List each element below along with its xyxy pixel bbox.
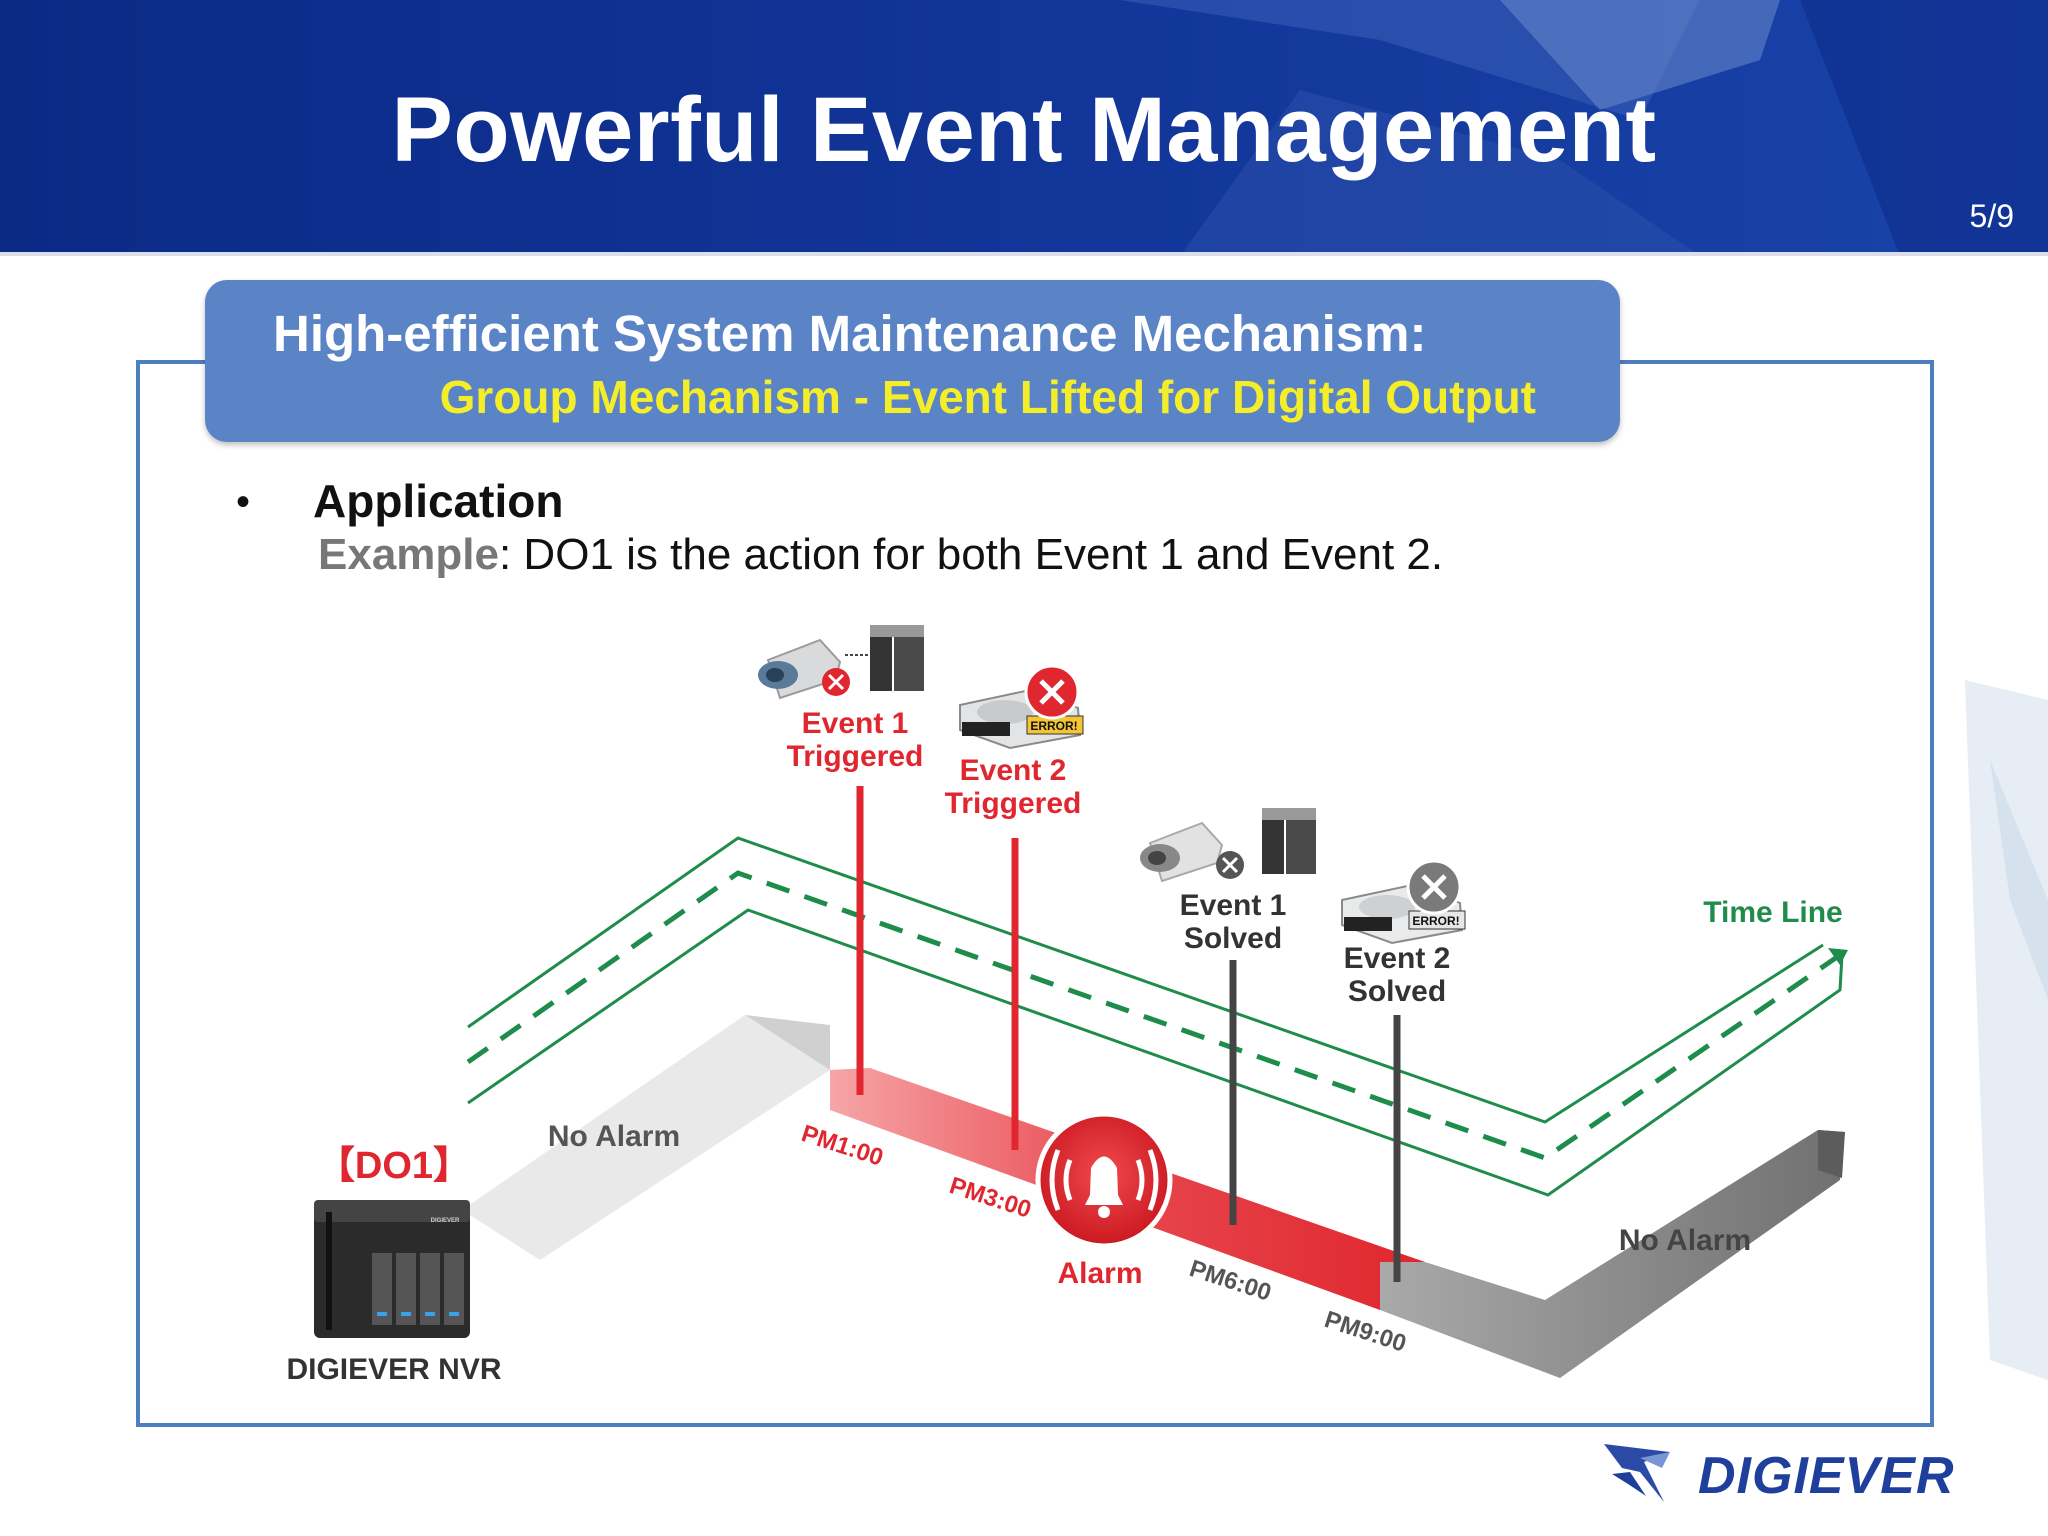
event2-solved-line1: Event 2 bbox=[1344, 942, 1451, 975]
time-line-label: Time Line bbox=[1703, 896, 1842, 929]
event2-triggered-line2: Triggered bbox=[945, 787, 1082, 820]
page-number: 5/9 bbox=[1969, 198, 2014, 234]
slide-title: Powerful Event Management bbox=[391, 79, 1657, 181]
time-label-pm3: PM3:00 bbox=[946, 1172, 1034, 1224]
error-tag-1: ERROR! bbox=[1030, 719, 1077, 733]
example-label: Example bbox=[318, 530, 499, 579]
disk-error-icon bbox=[959, 664, 1084, 750]
nvr-device-icon bbox=[314, 1200, 470, 1338]
digiever-logo-icon bbox=[1604, 1444, 1670, 1502]
example-line: Example: DO1 is the action for both Even… bbox=[318, 530, 1443, 580]
example-text: : DO1 is the action for both Event 1 and… bbox=[498, 530, 1444, 579]
nvr-device-brand: DIGIEVER bbox=[431, 1218, 460, 1224]
time-label-pm1: PM1:00 bbox=[798, 1120, 886, 1172]
bullet-marker: • bbox=[236, 480, 251, 524]
camera-error-icon bbox=[758, 638, 868, 700]
no-alarm-ribbon-left bbox=[462, 1015, 830, 1260]
time-line-arrow bbox=[466, 836, 1848, 1197]
nvr-device-name: DIGIEVER NVR bbox=[286, 1353, 501, 1386]
error-tag-2: ERROR! bbox=[1412, 914, 1459, 928]
event1-triggered-line1: Event 1 bbox=[802, 707, 909, 740]
event1-triggered-line2: Triggered bbox=[787, 740, 924, 773]
event2-solved-line2: Solved bbox=[1348, 975, 1446, 1008]
brand-logo-text: DIGIEVER bbox=[1698, 1447, 1955, 1505]
header-background bbox=[0, 0, 2048, 256]
no-alarm-left-label: No Alarm bbox=[548, 1120, 680, 1153]
section-subheading: Group Mechanism - Event Lifted for Digit… bbox=[439, 371, 1536, 423]
alarm-label: Alarm bbox=[1057, 1257, 1142, 1290]
event2-triggered-line1: Event 2 bbox=[960, 754, 1067, 787]
no-alarm-ribbon-right bbox=[1380, 1130, 1845, 1378]
nvr-small-icon bbox=[870, 625, 924, 691]
camera-solved-icon bbox=[1140, 821, 1244, 883]
slide-header: Powerful Event Management 5/9 bbox=[0, 0, 2048, 256]
section-banner: High-efficient System Maintenance Mechan… bbox=[205, 280, 1620, 442]
do1-tag: 【DO1】 bbox=[317, 1145, 471, 1187]
disk-solved-icon bbox=[1341, 859, 1466, 945]
event1-solved-line1: Event 1 bbox=[1180, 889, 1287, 922]
section-heading: High-efficient System Maintenance Mechan… bbox=[273, 305, 1427, 362]
no-alarm-right-label: No Alarm bbox=[1619, 1224, 1751, 1257]
nvr-small-solved-icon bbox=[1262, 808, 1316, 874]
alarm-bell-icon bbox=[1035, 1111, 1173, 1249]
application-label: Application bbox=[313, 475, 564, 527]
event1-solved-line2: Solved bbox=[1184, 922, 1282, 955]
